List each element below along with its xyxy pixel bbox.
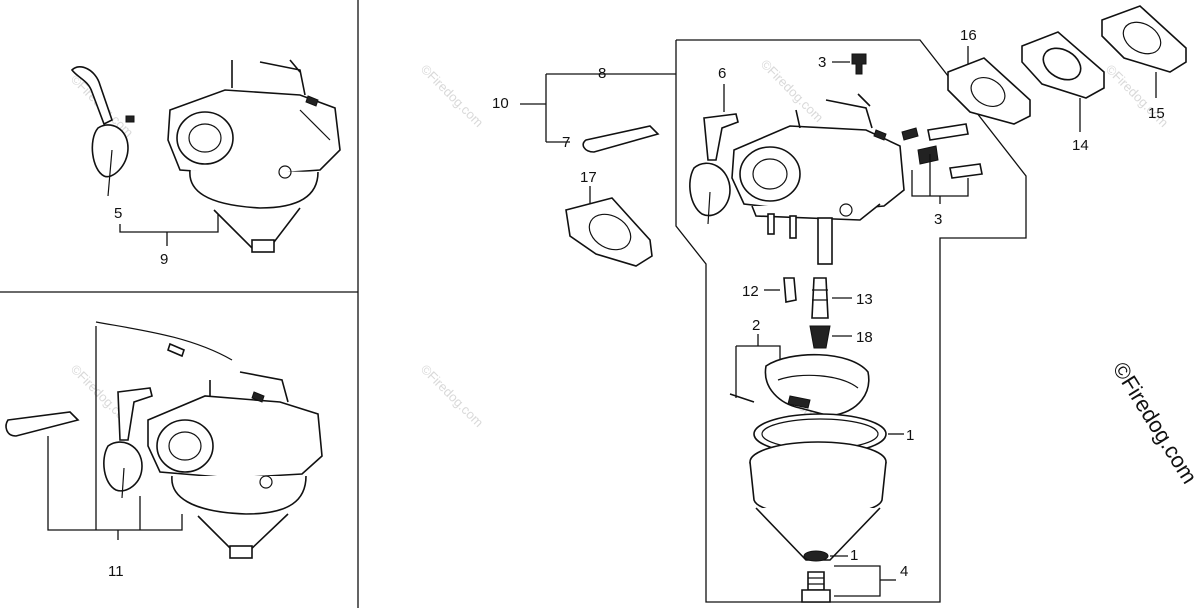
watermark-3: ©Firedog.com <box>758 57 826 125</box>
callout-1-bottom: 1 <box>850 547 858 564</box>
top-left-carburetor: 5 9 <box>70 59 341 268</box>
choke-lever-icon-2 <box>103 387 153 499</box>
callout-14: 14 <box>1072 137 1089 154</box>
carburetor-assembly-icon-3 <box>731 93 905 265</box>
callout-1-top: 1 <box>906 427 914 444</box>
choke-lever-icon <box>70 66 135 197</box>
idle-screws-icon <box>901 123 983 179</box>
callout-8: 8 <box>598 65 606 82</box>
leader-9 <box>119 214 219 233</box>
callout-3-right: 3 <box>934 211 942 228</box>
watermark-6: ©Firedog.com <box>418 362 486 430</box>
callout-9: 9 <box>160 251 168 268</box>
choke-lever-icon-3 <box>689 113 739 225</box>
gasket-icon-17 <box>565 197 653 267</box>
callout-15: 15 <box>1148 105 1165 122</box>
watermark-large: ©Firedog.com <box>1108 357 1200 488</box>
insulator-icon-14 <box>1021 31 1105 99</box>
float-icon <box>764 353 870 417</box>
screw-icon <box>851 53 867 75</box>
main-exploded-view: 8 10 7 6 3 <box>492 5 1187 603</box>
callout-10: 10 <box>492 95 509 112</box>
callout-18: 18 <box>856 329 873 346</box>
callout-17: 17 <box>580 169 597 186</box>
leader-11 <box>47 436 183 531</box>
lever-arm-icon <box>5 411 80 437</box>
float-pin-icon <box>729 393 755 403</box>
governor-lever-icon <box>582 125 660 153</box>
callout-3-top: 3 <box>818 54 826 71</box>
drain-bolt-icon <box>801 571 831 603</box>
callout-2: 2 <box>752 317 760 334</box>
clip-icon <box>783 277 797 303</box>
leader-4 <box>834 565 881 597</box>
gasket-icon-16 <box>947 57 1031 125</box>
carburetor-assembly-icon <box>167 59 341 253</box>
washer-icon <box>803 550 829 562</box>
callout-4: 4 <box>900 563 908 580</box>
callout-16: 16 <box>960 27 977 44</box>
callout-7: 7 <box>562 134 570 151</box>
panel-dividers <box>0 0 359 608</box>
callout-13: 13 <box>856 291 873 308</box>
callout-5: 5 <box>114 205 122 222</box>
needle-valve-icon <box>809 277 831 349</box>
float-bowl-icon <box>749 441 887 561</box>
bottom-left-carburetor: 11 <box>5 321 323 580</box>
callout-6: 6 <box>718 65 726 82</box>
callout-12: 12 <box>742 283 759 300</box>
carburetor-assembly-icon-2 <box>147 371 323 559</box>
watermark-2: ©Firedog.com <box>418 62 486 130</box>
callout-11: 11 <box>108 563 124 580</box>
gasket-icon-15 <box>1101 5 1187 73</box>
